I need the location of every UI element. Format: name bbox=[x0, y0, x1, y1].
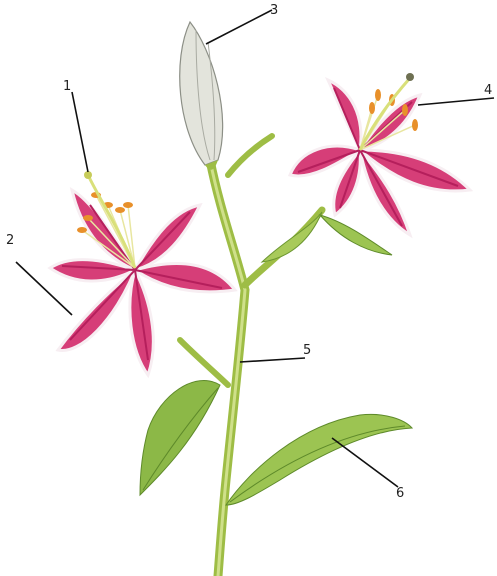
label-stem: 5 bbox=[303, 343, 311, 358]
bud bbox=[180, 22, 223, 170]
leader-line-leaf bbox=[332, 438, 398, 487]
label-petal: 2 bbox=[6, 233, 14, 248]
label-stamen: 4 bbox=[484, 83, 492, 98]
leader-lines bbox=[16, 10, 494, 487]
leader-line-bud bbox=[206, 10, 272, 44]
callout-labels: 1 2 3 4 5 6 bbox=[6, 3, 492, 501]
label-pistil: 1 bbox=[63, 79, 71, 94]
leader-line-pistil bbox=[72, 92, 88, 172]
label-leaf: 6 bbox=[396, 486, 404, 501]
leader-line-stem bbox=[240, 358, 305, 362]
leaf-right bbox=[226, 414, 412, 505]
leader-line-stamen bbox=[418, 98, 494, 105]
label-bud: 3 bbox=[270, 3, 278, 18]
leaf-left bbox=[140, 381, 220, 495]
stem bbox=[180, 136, 322, 576]
flower-left bbox=[50, 171, 235, 375]
leaf-bract-right bbox=[262, 212, 392, 262]
